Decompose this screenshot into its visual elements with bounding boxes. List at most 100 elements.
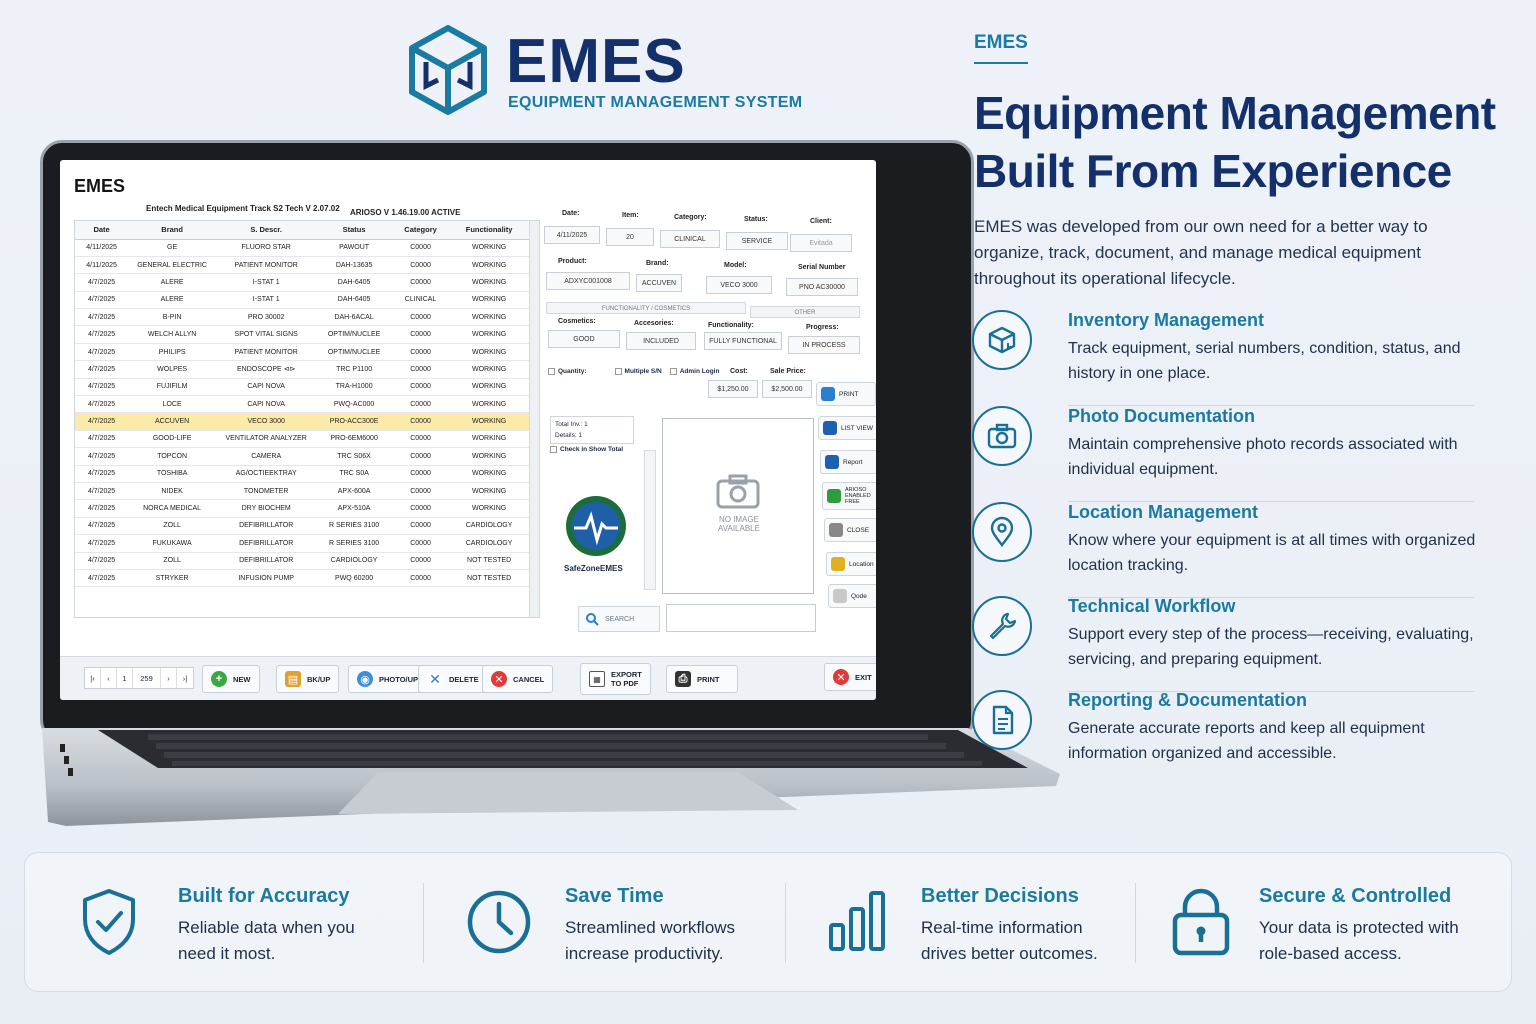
table-cell: TOSHIBA — [128, 465, 217, 483]
quantity-checkbox[interactable]: Quantity: — [548, 368, 587, 375]
table-cell: C0000 — [391, 465, 450, 483]
cancel-button[interactable]: ✕CANCEL — [482, 665, 554, 693]
pager-prev-button[interactable]: ‹ — [101, 668, 117, 688]
print-button[interactable]: PRINT — [816, 382, 876, 406]
benefit-line-1: Reliable data when you — [178, 918, 355, 937]
column-header[interactable]: Status — [316, 221, 392, 240]
pager-first-button[interactable]: |‹ — [85, 668, 101, 688]
new-button[interactable]: +NEW — [202, 665, 260, 693]
table-cell: C0000 — [391, 430, 450, 449]
client-field[interactable]: Evitada — [790, 234, 852, 252]
category-field[interactable]: CLINICAL — [660, 230, 720, 248]
search-input[interactable] — [666, 604, 816, 632]
table-cell: FUJIFILM — [128, 378, 217, 397]
qode-icon — [833, 589, 847, 603]
benefit-title: Built for Accuracy — [178, 885, 350, 907]
table-cell: C0000 — [391, 552, 450, 570]
export-label: EXPORT — [611, 670, 642, 679]
status-field[interactable]: SERVICE — [726, 232, 788, 250]
brand-field[interactable]: ACCUVEN — [636, 274, 682, 292]
sale-price-field[interactable]: $2,500.00 — [762, 380, 812, 398]
partner-logo-label: SafeZoneEMES — [564, 564, 623, 573]
feature-divider — [1068, 691, 1474, 692]
product-field[interactable]: ADXYC001008 — [546, 272, 630, 290]
accessories-field[interactable]: INCLUDED — [626, 332, 696, 350]
table-cell: PRO-ACC300E — [316, 412, 392, 431]
serial-label: Serial Number — [798, 264, 846, 271]
date-field[interactable]: 4/11/2025 — [544, 226, 600, 244]
location-icon — [831, 557, 845, 571]
pager-current-page[interactable]: 1 — [117, 668, 133, 688]
report-button[interactable]: Report — [820, 450, 876, 474]
pager-next-button[interactable]: › — [161, 668, 177, 688]
column-header[interactable]: Functionality — [449, 221, 529, 240]
photo-preview[interactable]: NO IMAGE AVAILABLE — [662, 418, 814, 594]
printer-icon: ⎙ — [675, 671, 691, 687]
search-button[interactable]: SEARCH — [578, 606, 660, 632]
image-scroller[interactable] — [644, 450, 656, 590]
column-header[interactable]: Category — [391, 221, 450, 240]
check-show-total[interactable]: Check in Show Total — [550, 446, 623, 453]
table-cell: TRC S06X — [316, 447, 392, 466]
list-view-button[interactable]: LIST VIEW — [818, 416, 876, 440]
serial-field[interactable]: PNO AC30000 — [786, 278, 858, 296]
model-field[interactable]: VECO 3000 — [706, 276, 772, 294]
exit-button[interactable]: ✕EXIT — [824, 663, 876, 691]
functionality-field[interactable]: FULLY FUNCTIONAL — [704, 332, 782, 350]
column-header[interactable]: Brand — [128, 221, 217, 240]
brand-label: Brand: — [646, 260, 669, 267]
pager-last-button[interactable]: ›| — [182, 673, 188, 683]
multiple-sn-checkbox[interactable]: Multiple S/N — [614, 368, 662, 375]
cosmetics-field[interactable]: GOOD — [548, 330, 620, 348]
location-button[interactable]: Location — [826, 552, 876, 576]
table-cell: C0000 — [391, 343, 450, 362]
table-cell: 4/7/2025 — [75, 552, 129, 570]
backup-button[interactable]: ▤BK/UP — [276, 665, 340, 693]
delete-button[interactable]: ✕DELETE — [418, 665, 488, 693]
table-cell: 4/7/2025 — [75, 517, 129, 536]
column-header[interactable]: S. Descr. — [216, 221, 317, 240]
column-header[interactable]: Date — [75, 221, 129, 240]
details-value: 1 — [578, 432, 583, 439]
qode-button[interactable]: Qode — [828, 584, 876, 608]
table-cell: CAPI NOVA — [216, 395, 317, 414]
benefit-icon-wrap — [79, 853, 149, 993]
table-cell: CAPI NOVA — [216, 378, 317, 397]
print-button[interactable]: ⎙PRINT — [666, 665, 738, 693]
arioso-enabled-free-button[interactable]: ARIOSO ENABLED FREE — [822, 482, 876, 510]
table-cell: C0000 — [391, 325, 450, 344]
grid-scrollbar[interactable] — [529, 221, 539, 617]
photo-upload-button[interactable]: ◉PHOTO/UP — [348, 665, 428, 693]
benefit-title: Secure & Controlled — [1259, 885, 1452, 907]
progress-field[interactable]: IN PROCESS — [788, 336, 860, 354]
close-button[interactable]: CLOSE — [824, 518, 876, 542]
item-field[interactable]: 20 — [606, 228, 654, 246]
table-cell: GOOD-LIFE — [128, 430, 217, 449]
sale-price-label: Sale Price: — [770, 368, 806, 375]
cost-field[interactable]: $1,250.00 — [708, 380, 758, 398]
admin-login-checkbox[interactable]: Admin Login — [669, 368, 719, 375]
